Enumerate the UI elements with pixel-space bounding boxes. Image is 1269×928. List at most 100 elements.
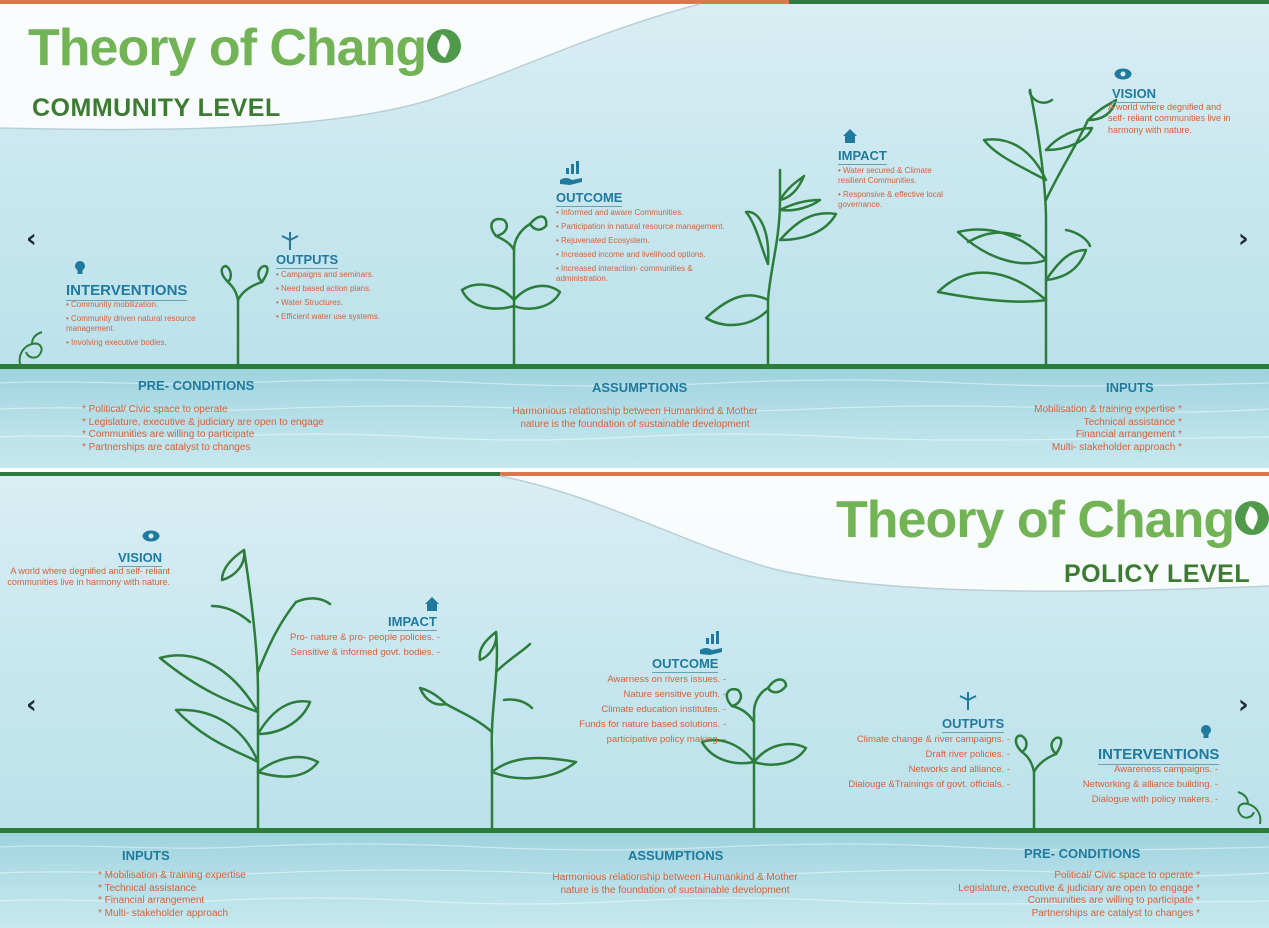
growth-chart-hand-icon bbox=[560, 161, 582, 185]
assumptions-text: Harmonious relationship between Humankin… bbox=[512, 406, 758, 430]
list-item: Dialouge &Trainings of govt. officials. bbox=[790, 779, 1010, 791]
list-item: Dialogue with policy makers. bbox=[1024, 794, 1218, 806]
lightbulb-icon bbox=[1201, 725, 1211, 738]
list-item: Water Structures. bbox=[276, 298, 416, 308]
plant-stage-3 bbox=[490, 630, 499, 830]
list-item: Awarness on rivers issues. bbox=[530, 674, 726, 686]
outputs-list: Climate change & river campaigns. Draft … bbox=[790, 734, 1010, 794]
assumptions-heading: ASSUMPTIONS bbox=[592, 380, 688, 395]
interventions-heading: INTERVENTIONS bbox=[1098, 746, 1220, 763]
list-item: Participation in natural resource manage… bbox=[556, 222, 736, 232]
interventions-heading: INTERVENTIONS bbox=[66, 282, 188, 299]
inputs-list: Mobilisation & training expertise Techni… bbox=[982, 404, 1182, 454]
preconditions-heading: PRE- CONDITIONS bbox=[1024, 846, 1141, 861]
impact-list: Water secured & Climate resilient Commun… bbox=[838, 166, 958, 214]
plant-stage-4 bbox=[1028, 88, 1048, 366]
list-item: Efficient water use systems. bbox=[276, 312, 416, 322]
next-arrow-button[interactable]: › bbox=[1238, 224, 1249, 254]
list-item: Technical assistance bbox=[982, 417, 1182, 430]
inputs-heading: INPUTS bbox=[122, 848, 170, 863]
list-item: Rejuvenated Ecosystem. bbox=[556, 236, 736, 246]
impact-list: Pro- nature & pro- people policies. Sens… bbox=[286, 632, 440, 662]
next-arrow-button[interactable]: › bbox=[1238, 690, 1249, 720]
list-item: Climate education institutes. bbox=[530, 704, 726, 716]
list-item: Communities are willing to participate bbox=[82, 429, 382, 442]
list-item: Mobilisation & training expertise bbox=[982, 404, 1182, 417]
list-item: Funds for nature based solutions. bbox=[530, 719, 726, 731]
list-item: Multi- stakeholder approach bbox=[982, 442, 1182, 455]
list-item: Draft river policies. bbox=[790, 749, 1010, 761]
list-item: Informed and aware Communities. bbox=[556, 208, 736, 218]
interventions-list: Awareness campaigns. Networking & allian… bbox=[1024, 764, 1218, 809]
policy-level-panel: Theory of Chang POLICY LEVEL ‹ › bbox=[0, 472, 1269, 928]
assumptions-text: Harmonious relationship between Humankin… bbox=[552, 872, 798, 896]
house-icon bbox=[843, 129, 857, 143]
list-item: Responsive & effective local governance. bbox=[838, 190, 958, 210]
outcome-list: Informed and aware Communities. Particip… bbox=[556, 208, 736, 288]
impact-heading: IMPACT bbox=[388, 614, 437, 629]
title-text: Theory of Chang bbox=[28, 19, 427, 77]
eye-icon bbox=[142, 530, 160, 542]
outputs-heading: OUTPUTS bbox=[942, 716, 1005, 731]
title-text: Theory of Chang bbox=[836, 491, 1235, 549]
page-title: Theory of Chang bbox=[836, 494, 1269, 546]
list-item: Legislature, executive & judiciary are o… bbox=[880, 883, 1200, 896]
house-icon bbox=[425, 597, 439, 611]
list-item: Mobilisation & training expertise bbox=[98, 870, 298, 883]
wind-turbine-icon bbox=[959, 692, 977, 710]
prev-arrow-button[interactable]: ‹ bbox=[26, 690, 37, 720]
growth-chart-hand-icon bbox=[700, 631, 722, 655]
seedling-decor-icon bbox=[18, 331, 43, 365]
page-subtitle: COMMUNITY LEVEL bbox=[32, 94, 281, 122]
community-level-panel: Theory of Chang COMMUNITY LEVEL ‹ › bbox=[0, 0, 1269, 468]
outputs-list: Campaigns and seminars. Need based actio… bbox=[276, 270, 416, 326]
list-item: Involving executive bodies. bbox=[66, 338, 206, 348]
outcome-heading: OUTCOME bbox=[556, 190, 623, 205]
vision-text: A world where degnified and self- relian… bbox=[1108, 102, 1231, 135]
inputs-heading: INPUTS bbox=[1106, 380, 1154, 395]
vision-heading: VISION bbox=[1112, 86, 1157, 101]
plant-stage-4 bbox=[242, 548, 260, 830]
list-item: Campaigns and seminars. bbox=[276, 270, 416, 280]
list-item: Partnerships are catalyst to changes bbox=[82, 442, 382, 455]
preconditions-heading: PRE- CONDITIONS bbox=[138, 378, 255, 393]
leaf-logo-icon bbox=[427, 29, 462, 63]
list-item: Increased income and livelihood options. bbox=[556, 250, 736, 260]
list-item: Water secured & Climate resilient Commun… bbox=[838, 166, 958, 186]
vision-heading: VISION bbox=[118, 550, 163, 565]
vision-text: A world where degnified and self- relian… bbox=[7, 566, 170, 588]
list-item: Multi- stakeholder approach bbox=[98, 908, 298, 921]
top-border bbox=[0, 0, 1269, 4]
plant-stage-2 bbox=[512, 222, 532, 366]
page-subtitle: POLICY LEVEL bbox=[1064, 560, 1251, 588]
list-item: Need based action plans. bbox=[276, 284, 416, 294]
list-item: Community mobilization. bbox=[66, 300, 206, 310]
preconditions-list: Political/ Civic space to operate Legisl… bbox=[880, 870, 1200, 920]
list-item: Increased interaction- communities & adm… bbox=[556, 264, 736, 284]
list-item: participative policy making. bbox=[530, 734, 726, 746]
plant-stage-3 bbox=[766, 198, 782, 366]
ground-line bbox=[0, 364, 1269, 369]
list-item: Networking & alliance building. bbox=[1024, 779, 1218, 791]
list-item: Political/ Civic space to operate bbox=[880, 870, 1200, 883]
assumptions-heading: ASSUMPTIONS bbox=[628, 848, 724, 863]
list-item: Financial arrangement bbox=[98, 895, 298, 908]
plant-stage-1 bbox=[226, 280, 240, 366]
inputs-list: Mobilisation & training expertise Techni… bbox=[98, 870, 298, 920]
list-item: Pro- nature & pro- people policies. bbox=[286, 632, 440, 644]
list-item: Legislature, executive & judiciary are o… bbox=[82, 417, 382, 430]
eye-icon bbox=[1114, 68, 1132, 80]
outcome-heading: OUTCOME bbox=[652, 656, 719, 671]
page-title: Theory of Chang bbox=[28, 19, 462, 77]
list-item: Technical assistance bbox=[98, 883, 298, 896]
list-item: Community driven natural resource manage… bbox=[66, 314, 206, 334]
ground-line bbox=[0, 828, 1269, 833]
list-item: Political/ Civic space to operate bbox=[82, 404, 382, 417]
list-item: Awareness campaigns. bbox=[1024, 764, 1218, 776]
list-item: Networks and alliance. bbox=[790, 764, 1010, 776]
list-item: Nature sensitive youth. bbox=[530, 689, 726, 701]
impact-heading: IMPACT bbox=[838, 148, 887, 163]
list-item: Partnerships are catalyst to changes bbox=[880, 908, 1200, 921]
prev-arrow-button[interactable]: ‹ bbox=[26, 224, 37, 254]
list-item: Financial arrangement bbox=[982, 429, 1182, 442]
